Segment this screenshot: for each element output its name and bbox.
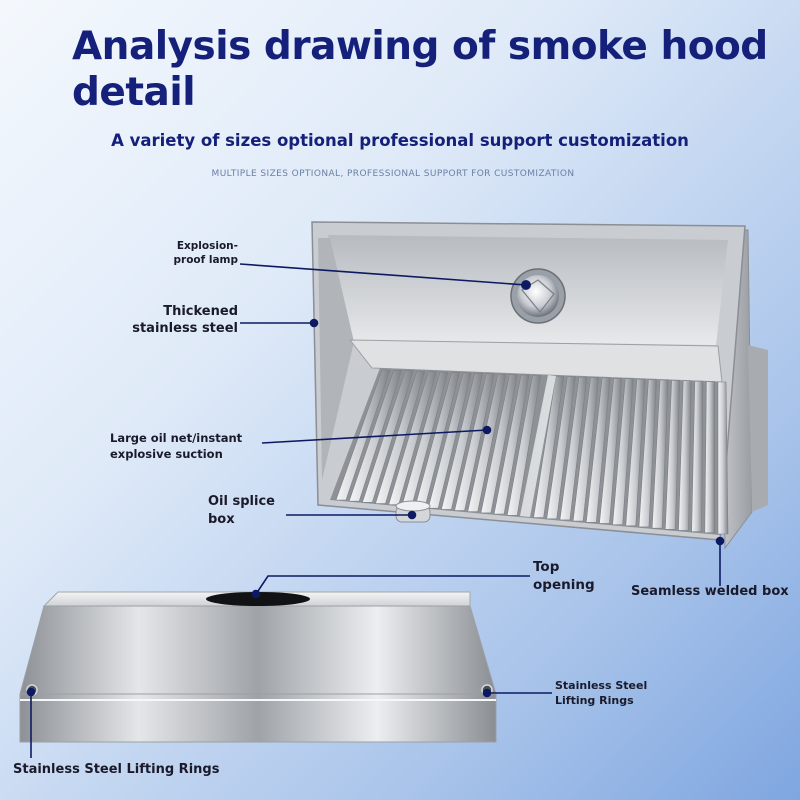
filter-fin [440, 373, 484, 510]
label-large-oil-net: Large oil net/instant explosive suction [110, 431, 243, 461]
filter-fin [717, 381, 729, 535]
label-seamless-welded-box: Seamless welded box [631, 584, 789, 599]
filter-fin [454, 373, 495, 511]
filter-fin [493, 374, 530, 515]
filter-fin [691, 380, 704, 532]
filter-fin [651, 379, 669, 529]
label-top-opening: Top opening [533, 559, 595, 593]
label-explosion-proof-lamp: Explosion-proof lamp [173, 240, 239, 266]
leader-lines [26, 263, 725, 758]
filter-fin [664, 380, 680, 530]
explosion-proof-lamp-icon [510, 268, 566, 324]
filter-fin [375, 370, 426, 504]
filter-fin [612, 378, 634, 525]
filter-fin [335, 369, 391, 501]
label-thickened-stainless-steel: Thickened stainless steel [132, 304, 238, 336]
label-lifting-rings-right: Stainless Steel Lifting Rings [555, 679, 648, 707]
filter-fin [638, 379, 657, 528]
filter-fin [480, 374, 518, 514]
filter-fin [625, 378, 646, 527]
filter-fin [704, 381, 716, 534]
filter-fin [585, 377, 611, 523]
filter-fin [533, 375, 565, 518]
filter-fin [506, 375, 541, 516]
filter-fin [572, 377, 599, 522]
page-title: Analysis drawing of smoke hood detail [72, 24, 768, 115]
filter-fin [559, 376, 588, 521]
filter-fin [678, 380, 692, 531]
filter-fin [427, 372, 472, 509]
label-lifting-rings-left: Stainless Steel Lifting Rings [13, 762, 220, 777]
label-oil-splice-box: Oil splice box [208, 494, 275, 527]
filter-fin [546, 376, 576, 520]
page-subtitle: A variety of sizes optional professional… [111, 131, 689, 150]
filter-fin [599, 377, 623, 524]
filter-divider [520, 375, 556, 517]
lower-hood [19, 591, 497, 743]
page-tagline: MULTIPLE SIZES OPTIONAL, PROFESSIONAL SU… [211, 169, 575, 179]
filter-fin [467, 373, 507, 513]
filter-fin [361, 370, 414, 503]
oil-filter-net [335, 369, 729, 535]
